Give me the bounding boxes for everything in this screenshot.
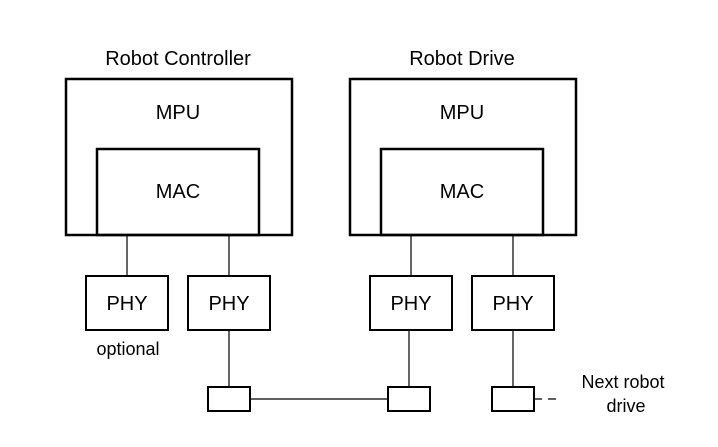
- controller-phy-left-note: optional: [96, 339, 159, 359]
- drive-port-in-connector: [387, 386, 431, 412]
- drive-mac-label: MAC: [440, 181, 484, 203]
- controller-mac-label: MAC: [156, 181, 200, 203]
- drive-mpu-label: MPU: [440, 102, 484, 124]
- drive-mac-box: [379, 147, 545, 237]
- drive-phy-left-box: [369, 275, 453, 331]
- drive-title: Robot Drive: [409, 48, 515, 70]
- controller-mac-box: [95, 147, 261, 237]
- next-drive-label-line2: drive: [606, 396, 645, 416]
- controller-mpu-label: MPU: [156, 102, 200, 124]
- controller-phy-right-box: [187, 275, 271, 331]
- controller-port-connector: [207, 386, 251, 412]
- drive-phy-right-box: [471, 275, 555, 331]
- drive-phy-right-label: PHY: [492, 293, 533, 315]
- drive-port-out-connector: [491, 386, 535, 412]
- controller-phy-right-label: PHY: [208, 293, 249, 315]
- controller-title: Robot Controller: [105, 48, 251, 70]
- drive-phy-left-label: PHY: [390, 293, 431, 315]
- controller-phy-left-box: [85, 275, 169, 331]
- next-drive-label-line1: Next robot: [581, 372, 664, 392]
- controller-phy-left-label: PHY: [106, 293, 147, 315]
